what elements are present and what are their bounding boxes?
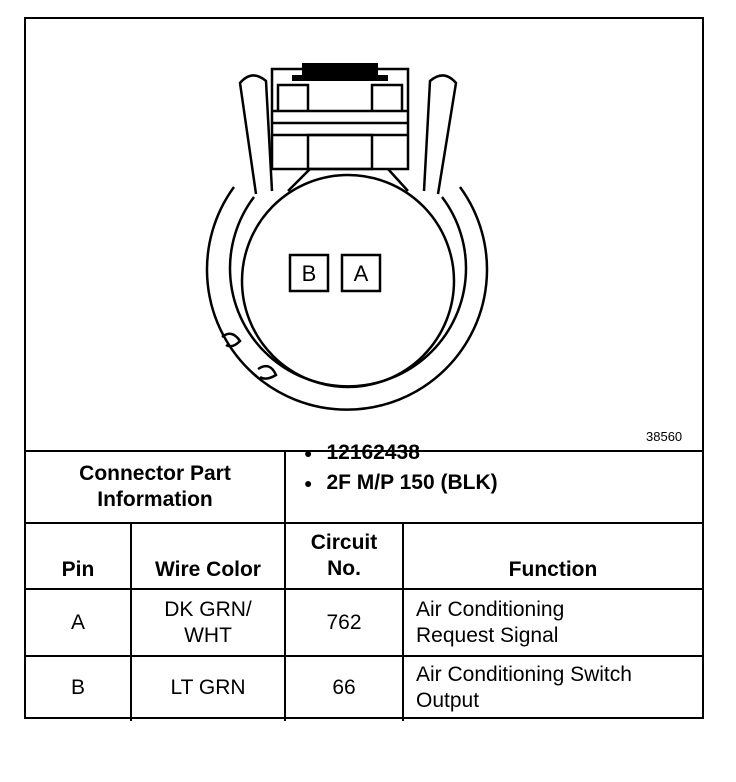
row-b-pin: B xyxy=(70,676,85,699)
pin-a-cavity xyxy=(340,253,382,293)
row-a-wire-color: DK GRN/ WHT xyxy=(132,590,284,655)
header-pin: Pin xyxy=(61,558,95,581)
header-wire-color: Wire Color xyxy=(155,558,261,581)
row-b-function-line2: Output xyxy=(416,689,480,712)
bullet-icon: ● xyxy=(304,475,313,491)
ring-notch-left xyxy=(221,332,242,348)
row-a-circuit: 762 xyxy=(326,610,362,634)
divider-col-3 xyxy=(402,522,404,721)
pin-a-label: A xyxy=(354,261,369,286)
row-b-circuit: 66 xyxy=(332,676,356,699)
outer-ring-arc xyxy=(205,186,489,411)
header-function: Function xyxy=(508,558,598,581)
row-a-pin: A xyxy=(70,610,85,634)
bullet-icon: ● xyxy=(304,445,313,461)
part-info-label-line2: Information xyxy=(97,488,213,511)
row-b-function: Air Conditioning Switch Output xyxy=(404,657,702,719)
part-info-label: Connector Part Information xyxy=(26,452,284,522)
divider-top xyxy=(26,450,702,452)
row-b-function-line1: Air Conditioning Switch xyxy=(416,663,632,686)
part-number: 12162438 xyxy=(326,441,420,464)
row-a-function-line2: Request Signal xyxy=(416,623,559,647)
pin-b-label: B xyxy=(302,261,317,286)
part-info-label-line1: Connector Part xyxy=(79,462,231,485)
divider-part-info xyxy=(26,522,702,524)
divider-col-1 xyxy=(130,522,132,721)
header-circuit-line1: Circuit xyxy=(310,531,378,554)
connector-diagram-frame: B A 38560 Connector Part Information Pin… xyxy=(24,17,704,721)
row-a-wire-color-line2: WHT xyxy=(184,623,232,647)
figure-id: 38560 xyxy=(646,429,683,444)
connector-type: 2F M/P 150 (BLK) xyxy=(326,471,498,494)
connector-face-drawing: B A xyxy=(205,63,489,411)
row-b-wire-color: LT GRN xyxy=(170,676,246,699)
right-latch-arm xyxy=(422,74,458,195)
row-a-function-line1: Air Conditioning xyxy=(416,597,565,621)
left-latch-arm xyxy=(238,74,274,195)
divider-row-a xyxy=(26,655,702,657)
part-info-item: ● 12162438 xyxy=(300,438,498,468)
divider-header xyxy=(26,588,702,590)
pin-b-cavity xyxy=(288,253,330,293)
header-circuit-line2: No. xyxy=(327,557,361,580)
lock-tab-black xyxy=(302,63,378,75)
divider-col-2 xyxy=(284,450,286,721)
connector-body-circle xyxy=(240,173,456,389)
ring-notch-bottom xyxy=(257,364,278,380)
row-a-function: Air Conditioning Request Signal xyxy=(404,590,702,655)
header-circuit: Circuit No. xyxy=(286,524,402,588)
part-info-item: ● 2F M/P 150 (BLK) xyxy=(300,468,498,498)
part-info-list: ● 12162438 ● 2F M/P 150 (BLK) xyxy=(300,438,498,498)
row-a-wire-color-line1: DK GRN/ xyxy=(164,597,252,621)
